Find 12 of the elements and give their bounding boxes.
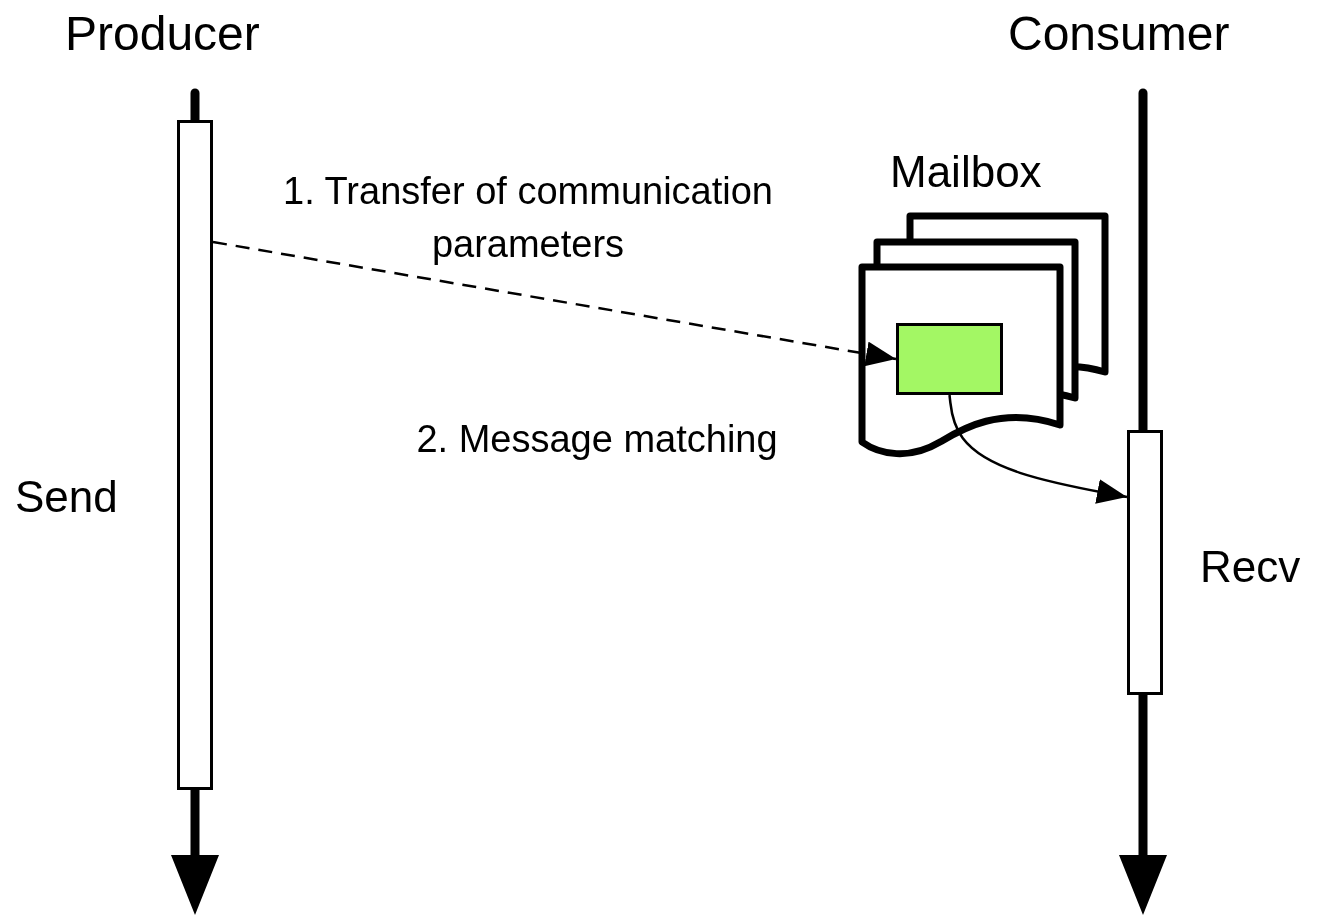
node-heading: Mailbox [890, 150, 1042, 194]
arrow [212, 240, 897, 367]
activity-label: Recv [1200, 545, 1301, 589]
arrow [948, 394, 1128, 504]
activity-label: Send [15, 475, 118, 519]
message-box [896, 323, 1003, 395]
lifeline-title: Consumer [1008, 10, 1230, 58]
lifeline-title: Producer [65, 10, 260, 58]
activation-bar [1127, 430, 1163, 695]
edge-label: 2. Message matching [415, 417, 779, 462]
edge-label: 1. Transfer of communication parameters [282, 169, 774, 268]
activation-bar [177, 120, 213, 790]
